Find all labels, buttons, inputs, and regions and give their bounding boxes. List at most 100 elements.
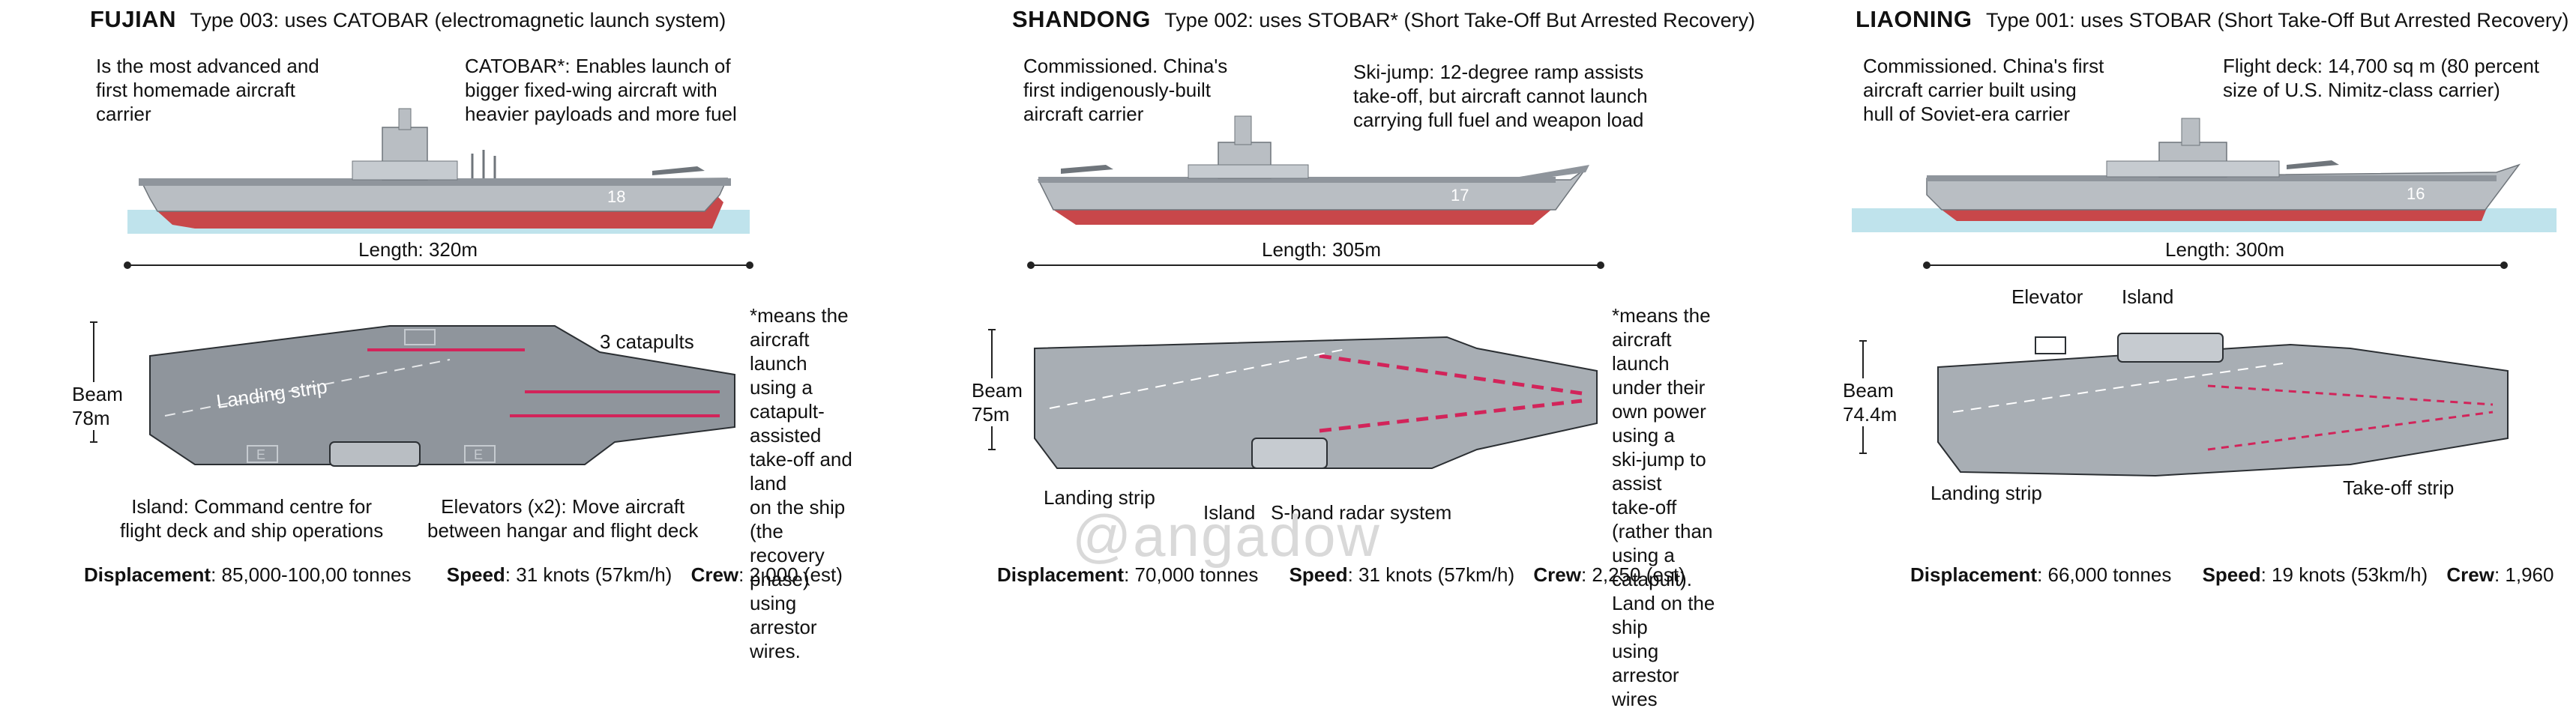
- stat-label: Speed: [446, 563, 505, 586]
- note-line: Is the most advanced and: [96, 55, 319, 77]
- beam-label: Beam: [972, 379, 1023, 402]
- beam-label: Beam: [72, 383, 123, 405]
- island-top: [329, 441, 421, 467]
- stat-label: Crew: [690, 563, 739, 586]
- mast: [2181, 118, 2200, 146]
- shandong-type: Type 002: uses STOBAR* (Short Take-Off B…: [1164, 9, 1756, 31]
- fujian-name: FUJIAN: [90, 6, 176, 32]
- caption-line: between hangar and flight deck: [427, 519, 699, 542]
- hull-grey: [1037, 168, 1586, 211]
- footnote-line: using arrestor: [750, 592, 817, 638]
- note-line: heavier payloads and more fuel: [465, 103, 737, 125]
- shandong-note-right: Ski-jump: 12-degree ramp assists take-of…: [1353, 60, 1648, 132]
- liaoning-side-view: 16: [1852, 118, 2557, 232]
- liaoning-top-view: [1937, 333, 2509, 477]
- fujian-hull-number: 18: [607, 187, 625, 206]
- flight-deck: [1927, 175, 2497, 181]
- footnote-line: using a catapult).: [1612, 544, 1692, 590]
- takeoff-dash-2: [2207, 411, 2494, 451]
- fujian-island-caption: Island: Command centre for flight deck a…: [120, 494, 383, 542]
- island-base: [2106, 160, 2280, 178]
- shandong-header: SHANDONG Type 002: uses STOBAR* (Short T…: [1012, 6, 1755, 33]
- liaoning-takeoff-label: Take-off strip: [2343, 476, 2455, 499]
- hull-red: [1942, 202, 2489, 221]
- liaoning-note-left: Commissioned. China's first aircraft car…: [1863, 54, 2104, 126]
- note-line: first indigenously-built: [1023, 79, 1212, 101]
- shandong-landing-label: Landing strip: [1044, 485, 1155, 509]
- aircraft-icon: [1061, 165, 1113, 174]
- liaoning-stats: Displacement: 66,000 tonnes Speed: 19 kn…: [1910, 563, 2554, 587]
- beam-value: 78m: [72, 407, 110, 429]
- mast: [1234, 115, 1252, 145]
- footnote-line: on the ship (the: [750, 496, 846, 542]
- fujian-length: Length: 320m: [352, 238, 484, 261]
- note-line: Commissioned. China's: [1023, 55, 1228, 77]
- liaoning-hull-number: 16: [2407, 184, 2425, 203]
- footnote-line: aircraft launch: [750, 328, 810, 375]
- fujian-type: Type 003: uses CATOBAR (electromagnetic …: [190, 9, 726, 31]
- deck-outline: [1034, 336, 1598, 469]
- beam-label: Beam: [1843, 379, 1894, 402]
- note-line: aircraft carrier: [1023, 103, 1144, 125]
- panel-shandong: SHANDONG Type 002: uses STOBAR* (Short T…: [862, 0, 1755, 710]
- shandong-footnote: *means the aircraft launch under their o…: [1612, 303, 1724, 711]
- note-line: carrier: [96, 103, 151, 125]
- aircraft-icon: [652, 166, 705, 175]
- note-line: Ski-jump: 12-degree ramp assists: [1353, 61, 1644, 83]
- stat-label: Displacement: [84, 563, 211, 586]
- shandong-length-bar: [1027, 261, 1604, 269]
- caption-line: Elevators (x2): Move aircraft: [441, 495, 685, 518]
- panel-fujian: FUJIAN Type 003: uses CATOBAR (electroma…: [0, 0, 862, 662]
- shandong-name: SHANDONG: [1012, 6, 1151, 32]
- stat-label: Speed: [1289, 563, 1348, 586]
- liaoning-header: LIAONING Type 001: uses STOBAR (Short Ta…: [1856, 6, 2569, 33]
- elevator-1: [247, 445, 278, 463]
- fujian-stats: Displacement: 85,000-100,00 tonnes Speed…: [84, 563, 843, 587]
- liaoning-name: LIAONING: [1856, 6, 1972, 32]
- stat-label: Crew: [1533, 563, 1581, 586]
- liaoning-landing-label: Landing strip: [1931, 482, 2042, 504]
- flight-deck: [1038, 177, 1556, 183]
- liaoning-type: Type 001: uses STOBAR (Short Take-Off Bu…: [1986, 9, 2569, 31]
- note-line: hull of Soviet-era carrier: [1863, 103, 2070, 125]
- stat-value: : 31 knots (57km/h): [1347, 563, 1515, 586]
- shandong-radar-label: S-band radar system: [1271, 500, 1452, 524]
- deck-outline: [149, 325, 735, 465]
- mast: [398, 108, 412, 130]
- note-line: carrying full fuel and weapon load: [1353, 109, 1644, 131]
- fujian-note-left: Is the most advanced and first homemade …: [96, 54, 319, 126]
- shandong-note-left: Commissioned. China's first indigenously…: [1023, 54, 1227, 126]
- shandong-length: Length: 305m: [1256, 238, 1388, 261]
- fujian-top-view: Landing strip E E: [149, 325, 735, 467]
- note-line: Flight deck: 14,700 sq m (80 percent: [2223, 55, 2540, 77]
- shandong-side-view: 17: [1037, 115, 1589, 225]
- liaoning-note-right: Flight deck: 14,700 sq m (80 percent siz…: [2223, 54, 2539, 102]
- footnote-line: catapult-assisted: [750, 400, 825, 447]
- fujian-header: FUJIAN Type 003: uses CATOBAR (electroma…: [90, 6, 726, 33]
- fujian-length-bar: [124, 261, 753, 269]
- island-base: [352, 160, 458, 181]
- takeoff-dash-2: [1319, 399, 1583, 433]
- stat-value: : 70,000 tonnes: [1124, 563, 1259, 586]
- footnote-line: ski-jump to assist: [1612, 448, 1706, 494]
- stat-value: : 85,000-100,00 tonnes: [211, 563, 412, 586]
- note-line: take-off, but aircraft cannot launch: [1353, 85, 1648, 107]
- elevator-mark: E: [256, 447, 265, 462]
- footnote-line: *means the: [750, 304, 849, 327]
- landing-strip-line: [1049, 348, 1350, 409]
- beam-value: 75m: [972, 403, 1010, 426]
- takeoff-dash-1: [1319, 354, 1583, 396]
- landing-strip-line: [1952, 363, 2284, 413]
- note-line: size of U.S. Nimitz-class carrier): [2223, 79, 2500, 101]
- footnote-line: Land on the ship: [1612, 592, 1715, 638]
- stat-value: : 2,250 (est): [1580, 563, 1685, 586]
- fujian-elevator-caption: Elevators (x2): Move aircraft between ha…: [427, 494, 698, 542]
- stat-value: : 66,000 tonnes: [2037, 563, 2172, 586]
- liaoning-beam: Beam 74.4m: [1843, 378, 1898, 426]
- footnote-line: take-off (rather than: [1612, 496, 1713, 542]
- footnote-line: take-off and land: [750, 448, 852, 494]
- shandong-island-label: Island: [1203, 500, 1256, 524]
- footnote-line: *means the aircraft: [1612, 304, 1711, 351]
- island-top: [1251, 438, 1328, 469]
- shandong-beam: Beam 75m: [972, 378, 1023, 426]
